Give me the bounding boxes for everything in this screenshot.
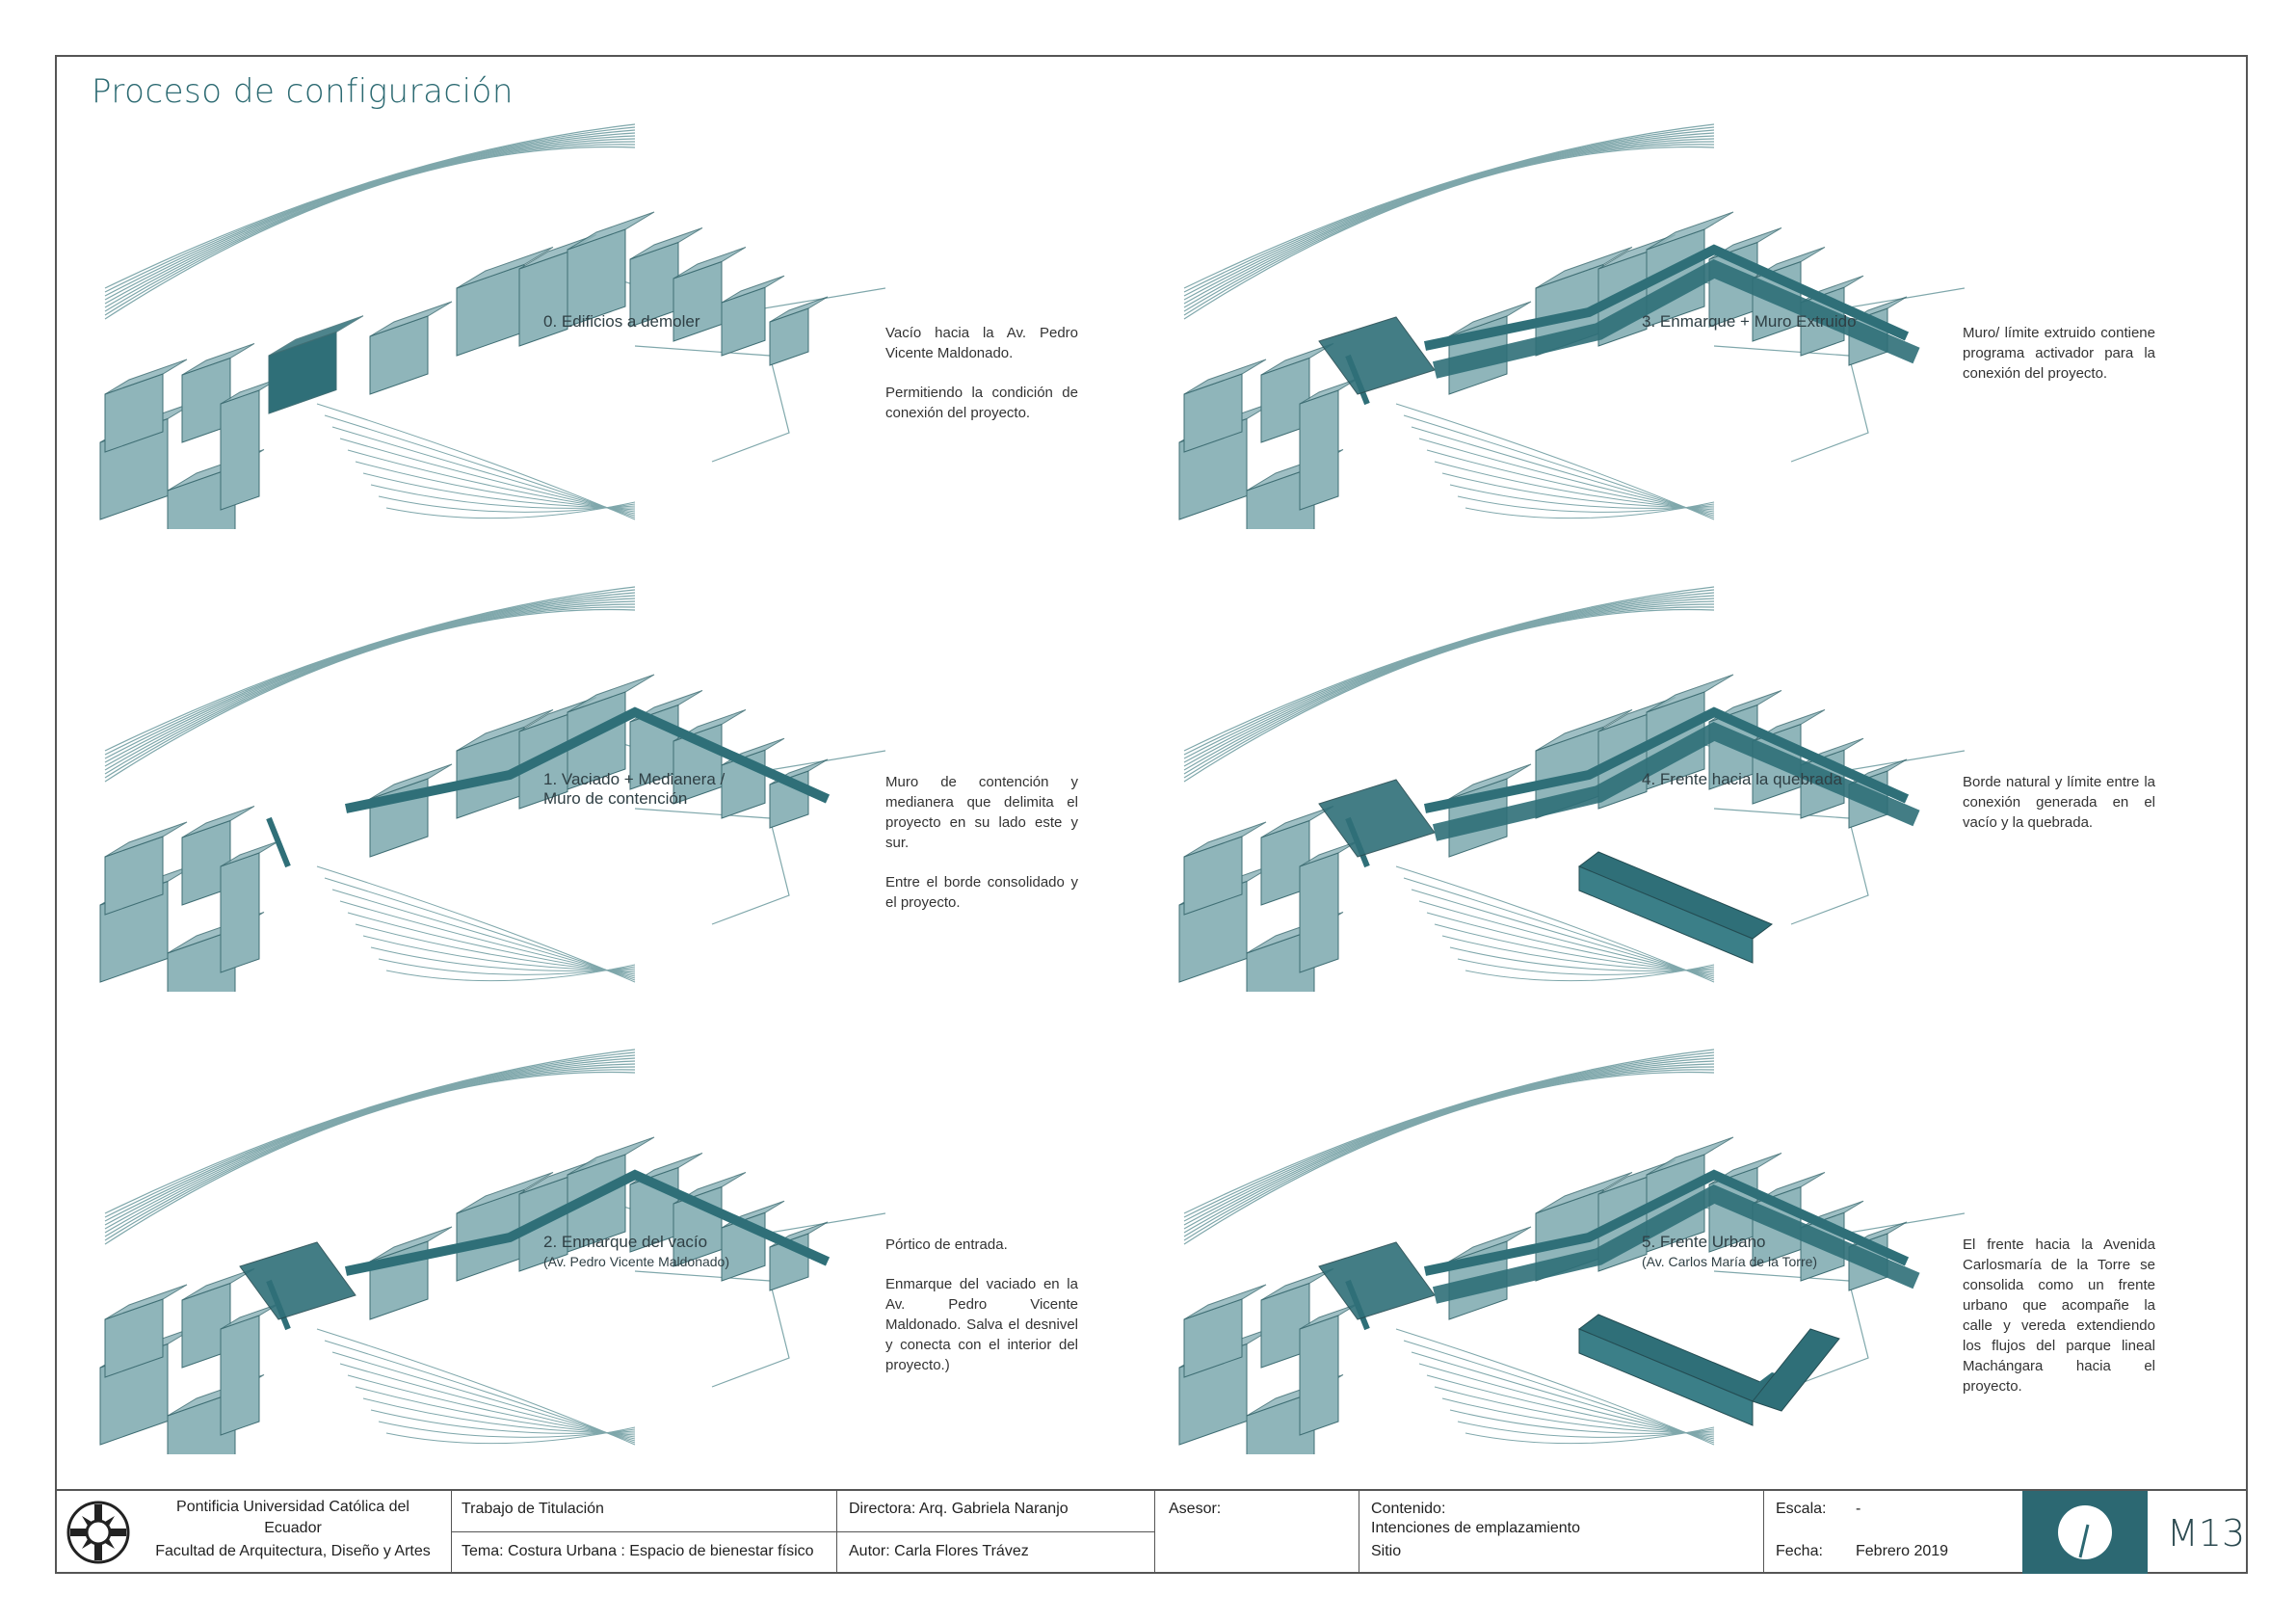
university-name-line2: Ecuador (264, 1520, 322, 1536)
content-line2: Sitio (1371, 1543, 1402, 1559)
description-3-p1: Muro/ límite extruido contiene programa … (1963, 325, 2155, 382)
thesis-topic: Tema: Costura Urbana : Espacio de bienes… (462, 1543, 814, 1559)
content-cell: Contenido: Intenciones de emplazamiento … (1359, 1491, 1764, 1574)
massing-diagram-3 (1178, 123, 1965, 529)
entrance-portico (1318, 316, 1436, 395)
step-label-2: 2. Enmarque del vacío (Av. Pedro Vicente… (543, 1233, 729, 1269)
step-label-0: 0. Edificios a demoler (543, 312, 700, 333)
description-5: El frente hacia la Avenida Carlosmaría d… (1963, 1235, 2155, 1416)
retaining-wall (1423, 706, 1910, 813)
site-contour-lines (1183, 123, 1715, 289)
site-contour-lines (1183, 1049, 1715, 1214)
description-1-p2: Entre el borde consolidado y el proyecto… (885, 874, 1078, 911)
panel-step-2: 2. Enmarque del vacío (Av. Pedro Vicente… (95, 1040, 885, 1454)
extruded-wall (1432, 259, 1920, 379)
entrance-portico (239, 1241, 356, 1320)
description-3: Muro/ límite extruido contiene programa … (1963, 323, 2155, 403)
description-2-p2: Enmarque del vaciado en la Av. Pedro Vic… (885, 1276, 1078, 1373)
description-4: Borde natural y límite entre la conexión… (1963, 772, 2155, 852)
university-cell: Pontificia Universidad Católica del Ecua… (57, 1491, 452, 1574)
north-arrow-box (2022, 1491, 2148, 1574)
description-2-p1: Pórtico de entrada. (885, 1236, 1008, 1253)
step-title-0: 0. Edificios a demoler (543, 312, 700, 331)
entrance-portico (1318, 1241, 1436, 1320)
urban-front-block (1752, 1328, 1840, 1412)
step-title-4: 4. Frente hacia la quebrada (1642, 770, 1842, 788)
people-cell: Directora: Arq. Gabriela Naranjo Autor: … (837, 1491, 1155, 1574)
step-title-2: 2. Enmarque del vacío (543, 1233, 708, 1251)
step-label-3: 3. Enmarque + Muro Extruido (1642, 312, 1857, 333)
site-contour-lines (1183, 586, 1715, 752)
advisor-cell: Asesor: (1155, 1491, 1359, 1574)
drawing-sheet: Proceso de configuración 0. Edificios a … (55, 55, 2248, 1574)
panel-step-0: 0. Edificios a demoler (95, 115, 885, 529)
site-contour-lines (104, 123, 636, 289)
page-title: Proceso de configuración (92, 72, 514, 111)
description-1-p1: Muro de contención y medianera que delim… (885, 774, 1078, 851)
extruded-wall (1432, 722, 1920, 841)
description-2: Pórtico de entrada. Enmarque del vaciado… (885, 1235, 1078, 1395)
retaining-wall (1423, 1169, 1910, 1276)
step-title-5: 5. Frente Urbano (1642, 1233, 1766, 1251)
party-wall (266, 816, 291, 868)
date-label: Fecha: (1776, 1543, 1823, 1559)
massing-diagram-1 (99, 586, 885, 992)
description-1: Muro de contención y medianera que delim… (885, 772, 1078, 932)
author-name: Autor: Carla Flores Trávez (849, 1543, 1029, 1559)
panel-step-4: 4. Frente hacia la quebrada (1174, 577, 1965, 992)
scale-value: - (1856, 1501, 1861, 1517)
massing-diagram-2 (99, 1049, 885, 1454)
university-logo-icon (66, 1501, 130, 1564)
description-5-p1: El frente hacia la Avenida Carlosmaría d… (1963, 1236, 2155, 1395)
step-label-5: 5. Frente Urbano (Av. Carlos María de la… (1642, 1233, 1817, 1269)
massing-diagram-5 (1178, 1049, 1965, 1454)
step-title-3: 3. Enmarque + Muro Extruido (1642, 312, 1857, 331)
content-label: Contenido: (1371, 1501, 1446, 1517)
massing-diagram-0 (99, 123, 885, 529)
retaining-wall (344, 1169, 831, 1276)
retaining-wall (1423, 244, 1910, 351)
content-line1: Intenciones de emplazamiento (1371, 1520, 1581, 1536)
panel-step-5: 5. Frente Urbano (Av. Carlos María de la… (1174, 1040, 1965, 1454)
panel-step-1: 1. Vaciado + Medianera / Muro de contenc… (95, 577, 885, 992)
faculty-name: Facultad de Arquitectura, Diseño y Artes (155, 1543, 431, 1559)
title-block: Pontificia Universidad Católica del Ecua… (57, 1489, 2246, 1574)
university-name-line1: Pontificia Universidad Católica del (176, 1499, 409, 1515)
site-contour-lines (104, 586, 636, 752)
thesis-type: Trabajo de Titulación (462, 1501, 604, 1517)
step-subtitle-2: (Av. Pedro Vicente Maldonado) (543, 1254, 730, 1269)
step-subtitle-5: (Av. Carlos María de la Torre) (1642, 1254, 1818, 1269)
step-title-1: 1. Vaciado + Medianera / Muro de contenc… (543, 770, 726, 808)
description-0-p1: Vacío hacia la Av. Pedro Vicente Maldona… (885, 325, 1078, 361)
entrance-portico (1318, 779, 1436, 858)
description-0-p2: Permitiendo la condición de conexión del… (885, 385, 1078, 421)
scale-label: Escala: (1776, 1501, 1827, 1517)
scale-date-cell: Escala: - Fecha: Febrero 2019 (1764, 1491, 2022, 1574)
thesis-cell: Trabajo de Titulación Tema: Costura Urba… (452, 1491, 837, 1574)
retaining-wall (344, 706, 831, 813)
date-value: Febrero 2019 (1856, 1543, 1949, 1559)
step-label-4: 4. Frente hacia la quebrada (1642, 770, 1842, 791)
description-4-p1: Borde natural y límite entre la conexión… (1963, 774, 2155, 831)
north-arrow-icon (2058, 1505, 2112, 1559)
step-label-1: 1. Vaciado + Medianera / Muro de contenc… (543, 770, 755, 811)
director-name: Directora: Arq. Gabriela Naranjo (849, 1501, 1069, 1517)
advisor-label: Asesor: (1169, 1501, 1222, 1517)
sheet-code: M13 (2167, 1512, 2246, 1555)
panel-step-3: 3. Enmarque + Muro Extruido (1174, 115, 1965, 529)
site-contour-lines (104, 1049, 636, 1214)
massing-diagram-4 (1178, 586, 1965, 992)
description-0: Vacío hacia la Av. Pedro Vicente Maldona… (885, 323, 1078, 442)
extruded-wall (1432, 1184, 1920, 1304)
